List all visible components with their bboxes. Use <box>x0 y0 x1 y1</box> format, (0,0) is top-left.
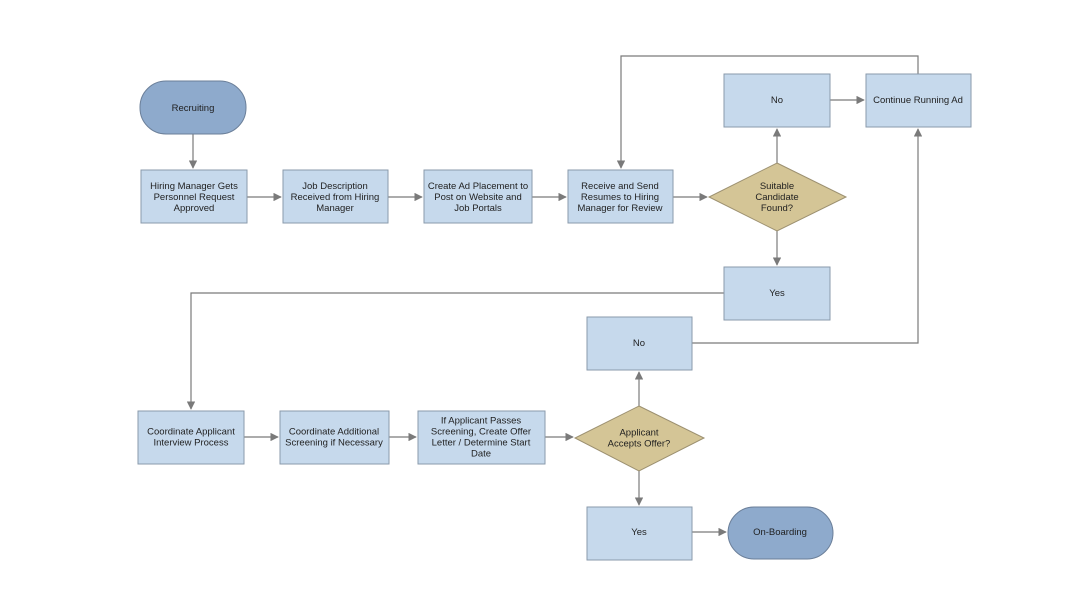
process-no-bottom: No <box>586 316 693 371</box>
process-no-bottom-label: No <box>633 338 645 349</box>
onboarding-label-line: On-Boarding <box>753 527 807 538</box>
process-continue-running-ad: Continue Running Ad <box>865 73 972 128</box>
no-bottom-label-line: No <box>633 338 645 349</box>
coordinate-interview-label-line: Interview Process <box>154 438 229 449</box>
process-continue-running-ad-label: Continue Running Ad <box>873 95 963 106</box>
process-yes-bottom: Yes <box>586 506 693 561</box>
job-description-label-line: Received from Hiring <box>291 192 380 203</box>
recruiting-label-line: Recruiting <box>172 103 215 114</box>
process-no-top: No <box>723 73 831 128</box>
coordinate-screening-label-line: Screening if Necessary <box>285 438 383 449</box>
receive-resumes-label-line: Manager for Review <box>577 203 662 214</box>
terminal-recruiting: Recruiting <box>139 80 247 135</box>
create-offer-label-line: Screening, Create Offer <box>431 427 531 438</box>
yes-top-label-line: Yes <box>769 288 785 299</box>
hiring-manager-label-line: Approved <box>174 203 215 214</box>
receive-resumes-label-line: Receive and Send <box>581 181 659 192</box>
connector-continue-ad-loop-back <box>616 55 919 169</box>
terminal-onboarding: On-Boarding <box>727 506 834 560</box>
connectors <box>186 55 923 537</box>
hiring-manager-label-line: Personnel Request <box>154 192 235 203</box>
no-top-label-line: No <box>771 95 783 106</box>
terminal-recruiting-label: Recruiting <box>172 103 215 114</box>
create-ad-label-line: Post on Website and <box>434 192 522 203</box>
hiring-manager-label-line: Hiring Manager Gets <box>150 181 238 192</box>
connector-yes-to-coordinate-interview <box>186 292 724 410</box>
receive-resumes-label-line: Resumes to Hiring <box>581 192 659 203</box>
job-description-label-line: Job Description <box>302 181 367 192</box>
create-offer-label-line: If Applicant Passes <box>441 416 522 427</box>
create-offer-label-line: Date <box>471 449 491 460</box>
continue-ad-label-line: Continue Running Ad <box>873 95 963 106</box>
process-yes-top-label: Yes <box>769 288 785 299</box>
suitable-candidate-label-line: Found? <box>761 203 793 214</box>
accepts-offer-label-line: Applicant <box>619 428 658 439</box>
coordinate-screening-label-line: Coordinate Additional <box>289 427 379 438</box>
accepts-offer-label-line: Accepts Offer? <box>608 439 671 450</box>
coordinate-interview-label-line: Coordinate Applicant <box>147 427 235 438</box>
process-no-top-label: No <box>771 95 783 106</box>
create-offer-label-line: Letter / Determine Start <box>432 438 531 449</box>
connector-no-to-continue-ad-bottom <box>692 128 923 344</box>
process-yes-top: Yes <box>723 266 831 321</box>
job-description-label-line: Manager <box>316 203 354 214</box>
create-ad-label-line: Create Ad Placement to <box>428 181 528 192</box>
yes-bottom-label-line: Yes <box>631 527 647 538</box>
suitable-candidate-label-line: Candidate <box>755 192 798 203</box>
create-ad-label-line: Job Portals <box>454 203 502 214</box>
suitable-candidate-label-line: Suitable <box>760 181 794 192</box>
terminal-onboarding-label: On-Boarding <box>753 527 807 538</box>
process-yes-bottom-label: Yes <box>631 527 647 538</box>
